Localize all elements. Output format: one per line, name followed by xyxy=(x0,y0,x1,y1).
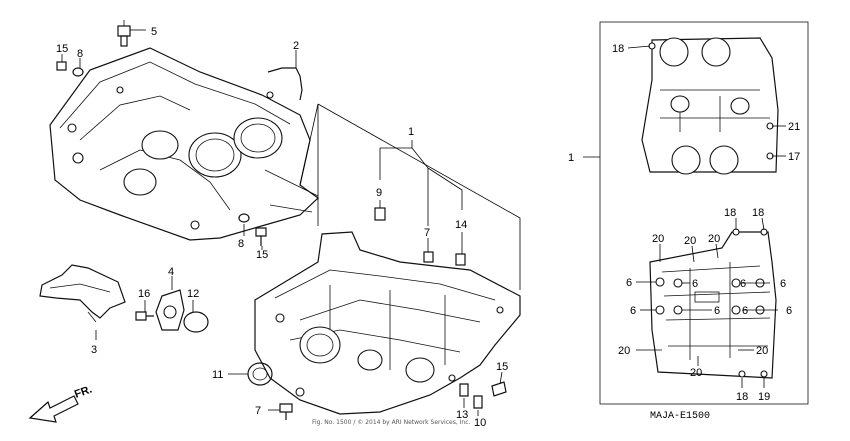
callout-18-inset-bottom: 18 xyxy=(736,391,748,403)
dowel-pin-9 xyxy=(374,207,386,221)
guard-plate xyxy=(39,264,126,323)
callout-6-h: 6 xyxy=(786,305,792,317)
breather-pipe xyxy=(267,67,303,101)
callout-20-d: 20 xyxy=(618,345,630,357)
callout-18-inset-top: 18 xyxy=(612,43,624,55)
oil-pump xyxy=(155,289,185,331)
callout-5: 5 xyxy=(151,26,157,38)
bolt-15-bottom xyxy=(491,381,507,397)
callout-9: 9 xyxy=(376,187,382,199)
callout-7-top: 7 xyxy=(424,227,430,239)
callout-19: 19 xyxy=(758,391,770,403)
callout-3: 3 xyxy=(91,344,97,356)
callout-6-e: 6 xyxy=(630,305,636,317)
callout-6-b: 6 xyxy=(692,278,698,290)
diagram-code: MAJA-E1500 xyxy=(650,411,710,422)
callout-15-middle: 15 xyxy=(256,249,268,261)
callout-7-bottom: 7 xyxy=(255,405,261,417)
o-ring xyxy=(183,311,209,333)
callout-6-f: 6 xyxy=(714,305,720,317)
callout-20-f: 20 xyxy=(690,367,702,379)
callout-17: 17 xyxy=(788,151,800,163)
bolt-13 xyxy=(459,383,469,397)
callout-15-top: 15 xyxy=(56,43,68,55)
bolt-10 xyxy=(473,395,483,409)
copyright-notice: Fig. No. 1500 / © 2014 by ARI Network Se… xyxy=(312,419,471,426)
callout-21: 21 xyxy=(788,121,800,133)
inset-panel xyxy=(583,21,809,405)
callout-6-a: 6 xyxy=(626,277,632,289)
callout-20-c: 20 xyxy=(708,233,720,245)
dowel-pin-14 xyxy=(455,253,466,266)
callout-13: 13 xyxy=(456,409,468,421)
bolt-middle xyxy=(255,227,267,246)
upper-crankcase xyxy=(49,47,319,241)
callout-2: 2 xyxy=(293,40,299,52)
washer-middle xyxy=(238,213,250,223)
callout-4: 4 xyxy=(168,266,174,278)
callout-15-bottom: 15 xyxy=(496,361,508,373)
callout-8-middle: 8 xyxy=(238,238,244,250)
bolt-7-lower xyxy=(279,403,293,420)
upper-case-top-view xyxy=(641,37,779,175)
inset-leader-lines xyxy=(636,217,778,388)
callout-18-inset-left: 18 xyxy=(724,207,736,219)
callout-6-d: 6 xyxy=(780,278,786,290)
callout-11: 11 xyxy=(212,369,223,381)
callout-10: 10 xyxy=(474,417,486,429)
leader-lines xyxy=(61,29,521,416)
front-direction-arrow xyxy=(28,395,79,423)
callout-numbers: 5 15 8 2 1 9 7 14 8 15 4 16 12 3 11 7 15… xyxy=(56,26,800,429)
callout-14: 14 xyxy=(455,219,467,231)
callout-8-top: 8 xyxy=(77,48,83,60)
lower-crankcase xyxy=(254,231,521,415)
bolt-7-upper xyxy=(423,251,434,263)
front-direction-label: FR. xyxy=(73,383,94,400)
callout-16: 16 xyxy=(138,288,150,300)
callout-20-a: 20 xyxy=(652,233,664,245)
bolt-and-washer-top-left xyxy=(56,61,84,77)
callout-6-c: 6 xyxy=(740,278,746,290)
bolt-16 xyxy=(135,311,154,321)
callout-6-g: 6 xyxy=(742,305,748,317)
callout-1-center: 1 xyxy=(408,126,414,138)
oil-seal-inner xyxy=(252,367,268,381)
callout-20-e: 20 xyxy=(756,345,768,357)
callout-1-inset: 1 xyxy=(568,152,574,164)
callout-12: 12 xyxy=(187,288,199,300)
callout-18-inset-right: 18 xyxy=(752,207,764,219)
oil-pressure-switch xyxy=(117,20,131,47)
callout-20-b: 20 xyxy=(684,235,696,247)
